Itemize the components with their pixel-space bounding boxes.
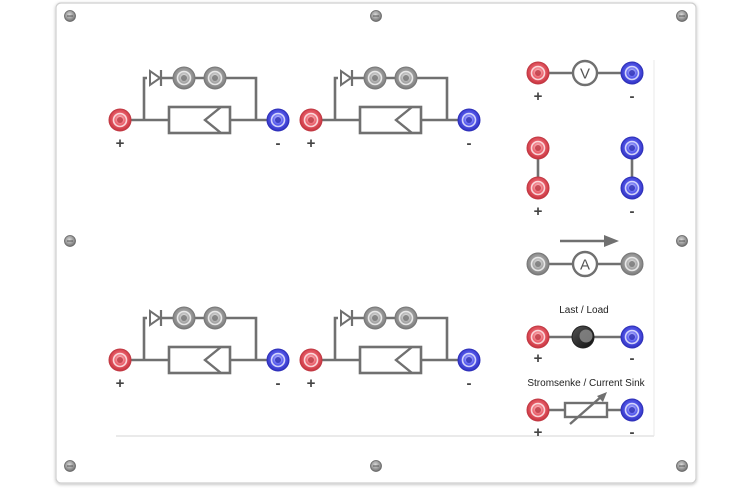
bypass-socket-left[interactable] [172, 306, 196, 330]
jumper-minus-top-socket[interactable] [620, 136, 644, 160]
module-plus-socket[interactable] [108, 348, 132, 372]
module-minus-socket[interactable] [266, 348, 290, 372]
module-minus-sign: - [467, 135, 472, 152]
solar-cell-module-2: +- [299, 66, 481, 152]
bypass-socket-left[interactable] [363, 306, 387, 330]
solar-cell-icon [358, 345, 423, 375]
diode-icon [147, 69, 163, 87]
module-minus-sign: - [467, 375, 472, 392]
solar-cell-icon [167, 345, 232, 375]
load-plus-sign: + [534, 350, 543, 367]
load-minus-socket[interactable] [620, 325, 644, 349]
ammeter-right-socket[interactable] [620, 252, 644, 276]
sink-minus-sign: - [630, 424, 635, 441]
module-plus-socket[interactable] [299, 348, 323, 372]
screw-icon [676, 10, 688, 22]
jumper-plus-bottom-socket[interactable] [526, 176, 550, 200]
voltmeter: V + - [526, 59, 644, 105]
module-plus-socket[interactable] [108, 108, 132, 132]
screw-icon [64, 235, 76, 247]
jumper-minus-bottom-socket[interactable] [620, 176, 644, 200]
module-plus-sign: + [116, 375, 125, 392]
adjust-arrow-head-icon [597, 392, 607, 402]
voltmeter-minus-socket[interactable] [620, 61, 644, 85]
screw-icon [676, 460, 688, 472]
voltmeter-symbol-label: V [580, 66, 590, 83]
module-minus-socket[interactable] [457, 108, 481, 132]
module-plus-sign: + [307, 375, 316, 392]
jumper-plus-top-socket[interactable] [526, 136, 550, 160]
ammeter: A [526, 235, 644, 278]
resistor-adjust-arrow [569, 395, 603, 425]
module-minus-sign: - [276, 375, 281, 392]
diode-icon [147, 309, 163, 327]
solar-cell-module-1: +- [108, 66, 290, 152]
bypass-socket-left[interactable] [363, 66, 387, 90]
module-plus-sign: + [116, 135, 125, 152]
diode-icon [338, 69, 354, 87]
sink-minus-socket[interactable] [620, 398, 644, 422]
screw-icon [370, 10, 382, 22]
lamp-knob-highlight [579, 329, 593, 343]
screws [64, 10, 688, 472]
sink-plus-socket[interactable] [526, 398, 550, 422]
module-plus-socket[interactable] [299, 108, 323, 132]
load-label: Last / Load [559, 305, 608, 316]
load: Last / Load + - [526, 305, 644, 367]
ammeter-left-socket[interactable] [526, 252, 550, 276]
load-minus-sign: - [630, 350, 635, 367]
module-minus-socket[interactable] [457, 348, 481, 372]
solar-cell-module-3: +- [108, 306, 290, 392]
load-plus-socket[interactable] [526, 325, 550, 349]
voltmeter-minus-sign: - [630, 88, 635, 105]
sink-plus-sign: + [534, 424, 543, 441]
solar-cell-icon [358, 105, 423, 135]
screw-icon [676, 235, 688, 247]
jumper-minus-sign: - [630, 203, 635, 220]
module-minus-socket[interactable] [266, 108, 290, 132]
bypass-socket-right[interactable] [394, 306, 418, 330]
ammeter-symbol-label: A [580, 257, 590, 274]
voltmeter-plus-sign: + [534, 88, 543, 105]
module-plus-sign: + [307, 135, 316, 152]
bypass-socket-right[interactable] [203, 306, 227, 330]
current-sink-label: Stromsenke / Current Sink [527, 378, 645, 389]
screw-icon [370, 460, 382, 472]
ammeter-symbol [571, 250, 599, 278]
bypass-socket-left[interactable] [172, 66, 196, 90]
jumper-plus-sign: + [534, 203, 543, 220]
screw-icon [64, 10, 76, 22]
solar-cell-icon [167, 105, 232, 135]
arrow-head-icon [604, 235, 619, 247]
solar-cell-module-4: +- [299, 306, 481, 392]
voltmeter-plus-socket[interactable] [526, 61, 550, 85]
diode-icon [338, 309, 354, 327]
voltmeter-symbol [571, 59, 599, 87]
bypass-socket-right[interactable] [394, 66, 418, 90]
bypass-socket-right[interactable] [203, 66, 227, 90]
module-minus-sign: - [276, 135, 281, 152]
jumper-pairs: + - [526, 136, 644, 220]
current-sink: Stromsenke / Current Sink + - [526, 378, 646, 441]
screw-icon [64, 460, 76, 472]
